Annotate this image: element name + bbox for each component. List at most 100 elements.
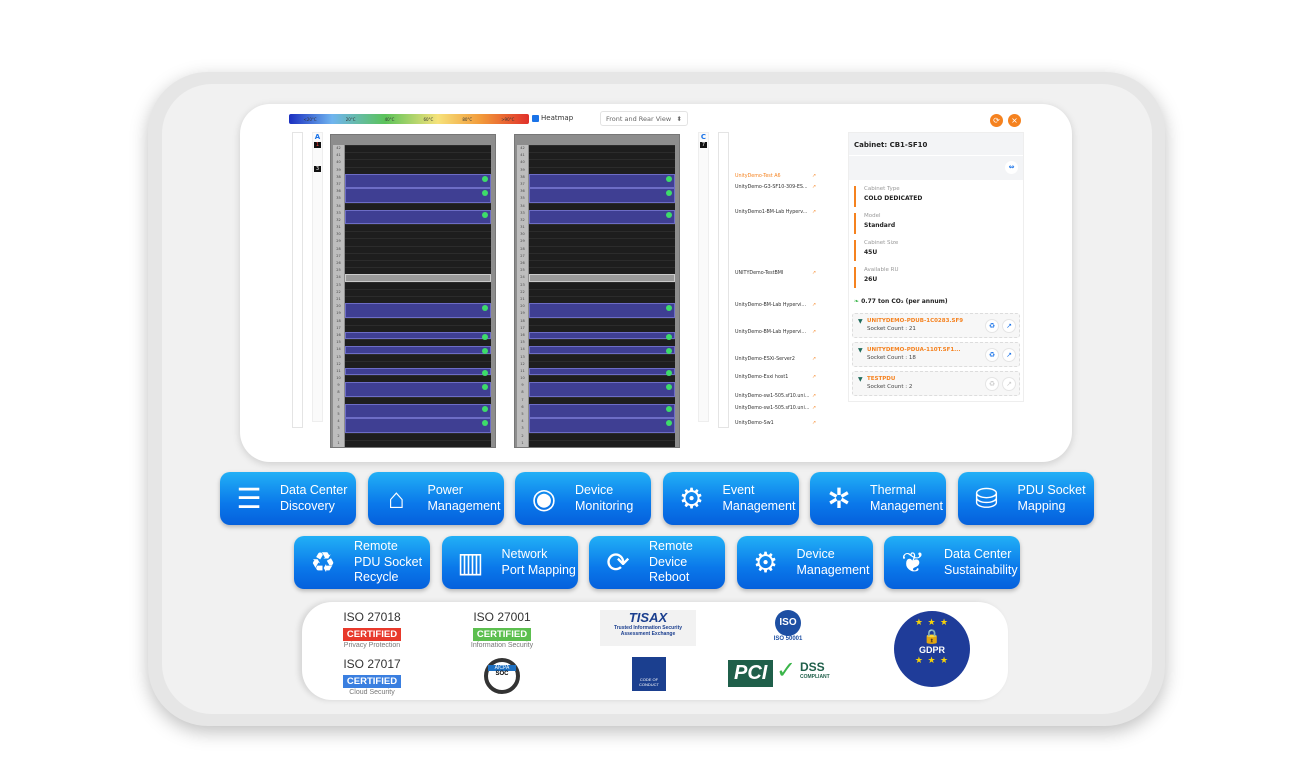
device-name[interactable]: UnityDemo-sw1-505.sf10.uni... bbox=[735, 394, 810, 399]
rack-device[interactable] bbox=[529, 346, 675, 355]
rack-device[interactable] bbox=[529, 209, 675, 225]
device-label[interactable]: UnityDemo-ESXi-Server2 ↗ bbox=[735, 357, 823, 362]
device-name[interactable]: UnityDemo-Sw1 bbox=[735, 421, 774, 426]
unit-number: 6 bbox=[521, 404, 524, 409]
open-link-icon[interactable]: ↗ bbox=[812, 375, 817, 380]
device-label[interactable]: UnityDemo-Esxi host1 ↗ bbox=[735, 375, 823, 380]
unit-number: 1 bbox=[521, 440, 524, 445]
device-label[interactable]: UnityDemo-G3-SF10-309-ES... ↗ bbox=[735, 185, 823, 190]
refresh-icon[interactable]: ⟳ bbox=[990, 114, 1003, 127]
rack-device[interactable] bbox=[345, 418, 491, 433]
rack-device[interactable] bbox=[345, 188, 491, 203]
rack-device[interactable] bbox=[529, 418, 675, 433]
recycle-icon[interactable]: ♻ bbox=[985, 377, 999, 391]
rack-device[interactable] bbox=[345, 367, 491, 376]
unit-number: 31 bbox=[336, 225, 341, 230]
rack-device[interactable] bbox=[345, 382, 491, 397]
device-name[interactable]: UNITYDemo-TestBMI bbox=[735, 271, 784, 276]
device-name[interactable]: UnityDemo1-BM-Lab Hyperv... bbox=[735, 210, 808, 215]
device-label[interactable]: UnityDemo-sw1-505.sf10.uni...↗ bbox=[735, 394, 823, 399]
open-link-icon[interactable]: ↗ bbox=[812, 185, 817, 190]
open-link-icon[interactable]: ↗ bbox=[812, 421, 817, 426]
device-label[interactable]: UNITYDemo-TestBMI ↗ bbox=[735, 271, 823, 276]
rack-device[interactable] bbox=[529, 274, 675, 282]
rack-device[interactable] bbox=[345, 403, 491, 419]
open-link-icon[interactable]: ↗ bbox=[812, 210, 817, 215]
open-link-icon[interactable]: ↗ bbox=[812, 330, 817, 335]
open-link-icon[interactable]: ↗ bbox=[812, 406, 817, 411]
pdu-name[interactable]: TESTPDU bbox=[867, 376, 896, 382]
device-name[interactable]: UnityDemo-Esxi host1 bbox=[735, 375, 789, 380]
device-name[interactable]: UnityDemo-BM-Lab Hypervi... bbox=[735, 330, 807, 335]
open-link-icon[interactable]: ↗ bbox=[812, 271, 817, 276]
device-label[interactable]: UnityDemo-Sw1 ↗ bbox=[735, 421, 823, 426]
open-link-icon[interactable]: ↗ bbox=[812, 174, 817, 179]
chart-icon[interactable]: ↗ bbox=[1002, 348, 1016, 362]
recycle-icon[interactable]: ♻ bbox=[985, 319, 999, 333]
rack-device[interactable] bbox=[345, 303, 491, 318]
heatmap-checkbox[interactable]: Heatmap bbox=[532, 114, 573, 122]
rack-device[interactable] bbox=[529, 367, 675, 376]
open-link-icon[interactable]: ↗ bbox=[812, 303, 817, 308]
device-name[interactable]: UnityDemo-sw1-505.sf10.uni... bbox=[735, 406, 810, 411]
chart-icon[interactable]: ↗ bbox=[1002, 319, 1016, 333]
expand-icon[interactable]: ⇔ bbox=[1005, 161, 1018, 174]
rack-device[interactable] bbox=[529, 188, 675, 203]
rack-device[interactable] bbox=[529, 303, 675, 318]
rack-unit bbox=[529, 267, 675, 269]
rack-device[interactable] bbox=[345, 274, 491, 282]
unit-number: 30 bbox=[520, 232, 525, 237]
device-name[interactable]: UnityDemo-Test A6 bbox=[735, 174, 781, 179]
device-name[interactable]: UnityDemo-G3-SF10-309-ES... bbox=[735, 185, 808, 190]
recycle-icon[interactable]: ♻ bbox=[985, 348, 999, 362]
rack-device[interactable] bbox=[345, 331, 491, 340]
pdu-item[interactable]: ▼UNITYDEMO-PDUA-110T.SF1...Socket Count … bbox=[852, 342, 1020, 367]
rack-device[interactable] bbox=[529, 382, 675, 397]
rack-device[interactable] bbox=[529, 173, 675, 189]
open-link-icon[interactable]: ↗ bbox=[812, 357, 817, 362]
device-label[interactable]: UnityDemo1-BM-Lab Hyperv... ↗ bbox=[735, 210, 823, 215]
unit-number: 10 bbox=[520, 376, 525, 381]
chart-icon[interactable]: ↗ bbox=[1002, 377, 1016, 391]
pdu-name[interactable]: UNITYDEMO-PDUA-110T.SF1... bbox=[867, 347, 961, 353]
rack-device[interactable] bbox=[345, 346, 491, 355]
view-select[interactable]: Front and Rear View⬍ bbox=[600, 111, 688, 126]
rack-unit bbox=[345, 224, 491, 226]
device-name[interactable]: UnityDemo-ESXi-Server2 bbox=[735, 357, 795, 362]
rack-device[interactable] bbox=[345, 209, 491, 225]
unit-number: 10 bbox=[336, 376, 341, 381]
rack-device[interactable] bbox=[529, 331, 675, 340]
rack-unit bbox=[529, 375, 675, 377]
checkbox-icon[interactable] bbox=[532, 114, 539, 122]
rack-unit bbox=[345, 245, 491, 247]
close-icon[interactable]: × bbox=[1008, 114, 1021, 127]
status-ok-icon bbox=[482, 305, 488, 312]
device-label[interactable]: UnityDemo-sw1-505.sf10.uni...↗ bbox=[735, 406, 823, 411]
open-link-icon[interactable]: ↗ bbox=[812, 394, 817, 399]
device-label[interactable]: UnityDemo-BM-Lab Hypervi... ↗ bbox=[735, 330, 823, 335]
device-label[interactable]: UnityDemo-BM-Lab Hypervi... ↗ bbox=[735, 303, 823, 308]
device-label[interactable]: UnityDemo-Test A6 ↗ bbox=[735, 174, 823, 179]
pdu-name[interactable]: UNITYDEMO-PDUB-1C0283.SF9 bbox=[867, 318, 964, 324]
rack-device[interactable] bbox=[345, 173, 491, 189]
device-name[interactable]: UnityDemo-BM-Lab Hypervi... bbox=[735, 303, 807, 308]
rack-device[interactable] bbox=[529, 403, 675, 419]
